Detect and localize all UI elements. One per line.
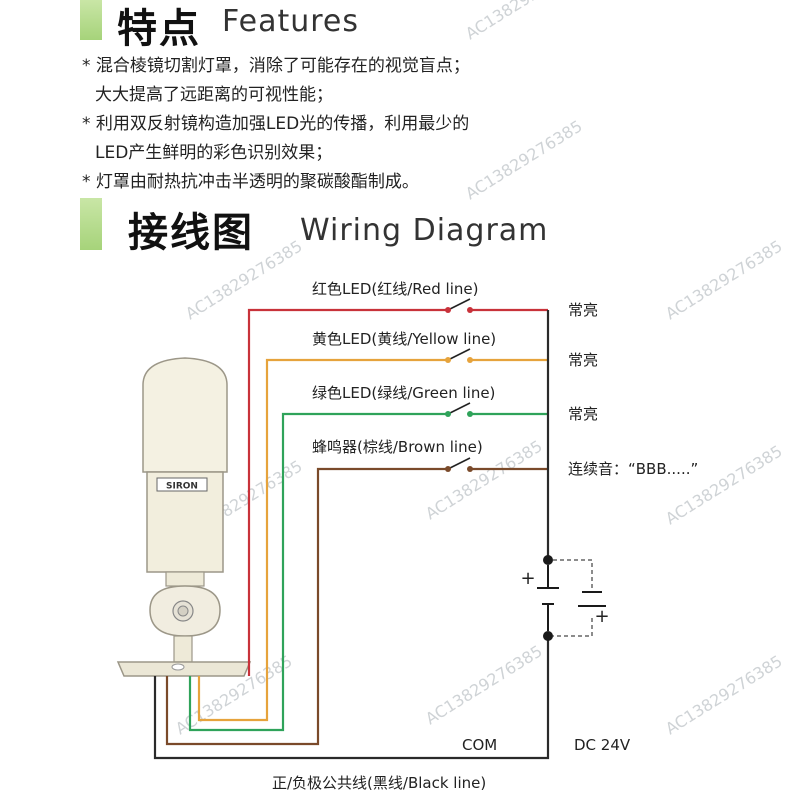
section-marker-bar	[80, 198, 102, 250]
mount-base	[116, 661, 252, 677]
brown-switch	[445, 457, 473, 472]
red-switch	[445, 298, 473, 313]
light-neck	[165, 571, 205, 587]
light-dome	[142, 357, 228, 473]
common-line-label: 正/负极公共线(黑线/Black line)	[272, 774, 486, 792]
feature-line: LED产生鲜明的彩色识别效果；	[95, 143, 333, 163]
red-state-label: 常亮	[568, 301, 598, 319]
alt-polarity-dashed	[553, 559, 593, 637]
watermark-text: AC13829276385	[422, 641, 546, 728]
watermark-text: AC13829276385	[662, 441, 786, 528]
brown-wire	[165, 467, 548, 746]
plus-sign-right: +	[594, 606, 609, 627]
brown-line-label: 蜂鸣器(棕线/Brown line)	[312, 438, 483, 456]
watermarks: AC13829276385 AC13829276385 AC1382927638…	[172, 0, 786, 738]
features-title-en: Features	[222, 4, 359, 39]
green-wire	[188, 412, 548, 732]
stack-light-device: SIRON	[116, 357, 252, 677]
watermark-text: AC13829276385	[662, 651, 786, 738]
feature-line: * 利用双反射镜构造加强LED光的传播，利用最少的	[82, 114, 470, 134]
red-wire	[247, 308, 548, 676]
yellow-wire	[197, 358, 548, 722]
cable-hole	[171, 663, 185, 671]
watermark-text: AC13829276385	[462, 0, 586, 43]
wiring-title-cn: 接线图	[128, 210, 254, 256]
supply-node-top	[543, 555, 553, 565]
feature-line: 大大提高了远距离的可视性能；	[95, 85, 333, 105]
brown-state-label: 连续音：“BBB.....”	[568, 460, 698, 478]
com-label: COM	[462, 736, 497, 754]
brand-label	[156, 477, 208, 492]
feature-line: * 混合棱镜切割灯罩，消除了可能存在的视觉盲点；	[82, 56, 470, 76]
yellow-switch	[445, 348, 473, 363]
green-switch	[445, 402, 473, 417]
feature-line: * 灯罩由耐热抗冲击半透明的聚碳酸酯制成。	[82, 172, 419, 192]
brand-text: SIRON	[166, 482, 198, 492]
red-line-label: 红色LED(红线/Red line)	[312, 280, 478, 298]
black-wire	[153, 310, 550, 760]
green-line-label: 绿色LED(绿线/Green line)	[312, 384, 495, 402]
yellow-line-label: 黄色LED(黄线/Yellow line)	[312, 330, 496, 348]
supply-node-bottom	[543, 631, 553, 641]
plus-sign-left: +	[520, 568, 535, 589]
features-list: * 混合棱镜切割灯罩，消除了可能存在的视觉盲点； 大大提高了远距离的可视性能； …	[82, 52, 470, 197]
wires	[153, 308, 550, 760]
yellow-state-label: 常亮	[568, 351, 598, 369]
watermark-text: AC13829276385	[662, 236, 786, 323]
dc-voltage-label: DC 24V	[574, 736, 631, 754]
watermark-text: AC13829276385	[462, 116, 586, 203]
section-marker-bar	[80, 0, 102, 40]
stem	[173, 635, 193, 663]
power-supply: + +	[520, 555, 610, 641]
green-state-label: 常亮	[568, 405, 598, 423]
features-title-cn: 特点	[117, 6, 201, 52]
wiring-title-en: Wiring Diagram	[300, 213, 549, 248]
switches	[445, 298, 473, 472]
mount-screw-inner	[177, 605, 189, 617]
